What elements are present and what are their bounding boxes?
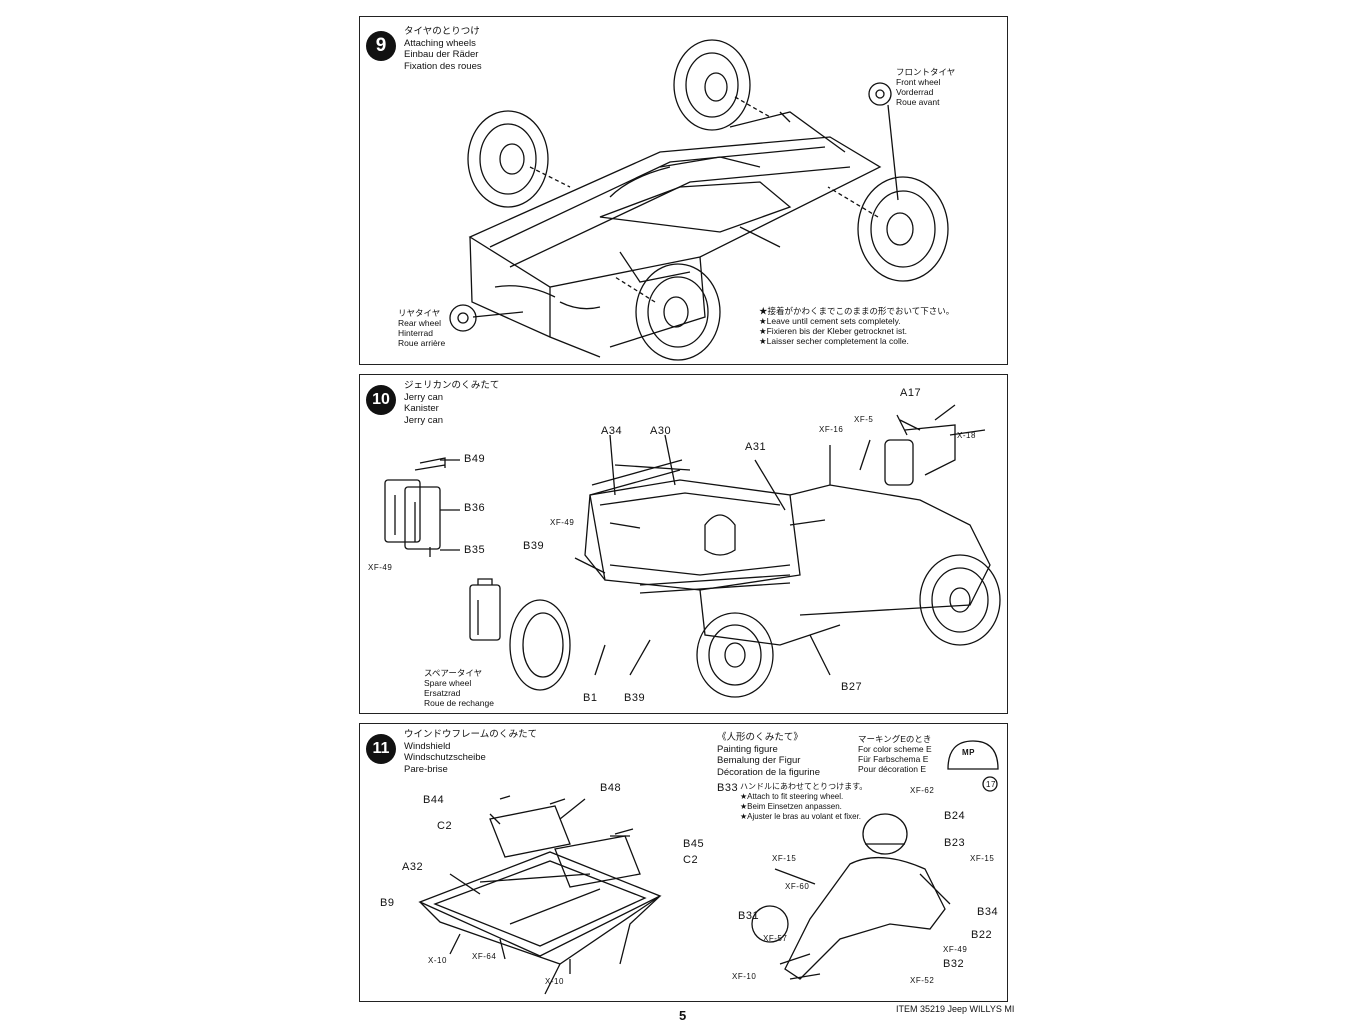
part-b1: B1 (583, 692, 598, 704)
step-11-number: 11 (366, 734, 396, 764)
painting-figure-title: 《人形のくみたて》 Painting figure Bemalung der F… (717, 732, 820, 778)
rear-wheel-label: リヤタイヤ Rear wheel Hinterrad Roue arrière (398, 308, 446, 348)
step-9-panel: 9 タイヤのとりつけ Attaching wheels Einbau der R… (359, 16, 1008, 365)
part-b9: B9 (380, 897, 395, 909)
decal-number: 17 (986, 780, 996, 789)
part-b44: B44 (423, 794, 445, 806)
spare-wheel-label: スペアータイヤ Spare wheel Ersatzrad Roue de re… (424, 668, 494, 708)
part-x10a: X-10 (428, 956, 447, 965)
part-b34: B34 (977, 906, 999, 918)
step-11-title: ウインドウフレームのくみたて Windshield Windschutzsche… (404, 729, 538, 775)
part-xf16: XF-16 (819, 425, 844, 434)
page-number: 5 (679, 1008, 687, 1023)
step-9-drawing (449, 39, 949, 361)
step-11-panel: 11 ウインドウフレームのくみたて Windshield Windschutzs… (359, 723, 1008, 1002)
part-b48: B48 (600, 782, 622, 794)
part-xf62: XF-62 (910, 786, 935, 795)
part-x10b: X-10 (545, 977, 564, 986)
step-10-drawing (384, 404, 1001, 698)
part-xf60: XF-60 (785, 882, 810, 891)
part-b39a: B39 (523, 540, 545, 552)
part-b33: B33 (717, 782, 739, 794)
cement-note: ★接着がかわくまでこのままの形でおいて下さい。 ★Leave until cem… (759, 306, 955, 346)
part-a17: A17 (900, 387, 922, 399)
part-b23: B23 (944, 837, 966, 849)
step-10-number: 10 (366, 385, 396, 415)
part-b49: B49 (464, 453, 486, 465)
part-xf64: XF-64 (472, 952, 497, 961)
part-xf15b: XF-15 (970, 854, 995, 863)
part-b32: B32 (943, 958, 965, 970)
part-b24: B24 (944, 810, 966, 822)
part-xf49b: XF-49 (550, 518, 575, 527)
part-a30: A30 (650, 425, 672, 437)
front-wheel-label: フロントタイヤ Front wheel Vorderrad Roue avant (896, 67, 956, 107)
part-b31: B31 (738, 910, 760, 922)
part-b22: B22 (971, 929, 993, 941)
step-9-number: 9 (366, 31, 396, 61)
part-c2a: C2 (437, 820, 453, 832)
part-x18: X-18 (957, 431, 976, 440)
item-footer: ITEM 35219 Jeep WILLYS MI (896, 1004, 1015, 1014)
part-c2b: C2 (683, 854, 699, 866)
part-b45: B45 (683, 838, 705, 850)
part-xf49: XF-49 (943, 945, 968, 954)
part-xf57: XF-57 (763, 934, 788, 943)
part-a34: A34 (601, 425, 623, 437)
decal-mp: MP (962, 748, 975, 757)
step-10-panel: 10 ジェリカンのくみたて Jerry can Kanister Jerry c… (359, 374, 1008, 714)
part-b36: B36 (464, 502, 486, 514)
part-b27: B27 (841, 681, 863, 693)
part-xf52: XF-52 (910, 976, 935, 985)
step-11-drawing (418, 740, 999, 995)
marking-e-label: マーキングEのとき For color scheme E Für Farbsch… (858, 734, 932, 774)
part-a32: A32 (402, 861, 424, 873)
part-b39b: B39 (624, 692, 646, 704)
part-a31: A31 (745, 441, 767, 453)
part-xf10: XF-10 (732, 972, 757, 981)
part-b35: B35 (464, 544, 486, 556)
part-xf5: XF-5 (854, 415, 874, 424)
step-9-title: タイヤのとりつけ Attaching wheels Einbau der Räd… (404, 26, 482, 72)
part-xf15a: XF-15 (772, 854, 797, 863)
b33-note: ハンドルにあわせてとりつけます。 ★Attach to fit steering… (740, 782, 868, 821)
part-xf49a: XF-49 (368, 563, 393, 572)
step-10-title: ジェリカンのくみたて Jerry can Kanister Jerry can (404, 380, 500, 426)
